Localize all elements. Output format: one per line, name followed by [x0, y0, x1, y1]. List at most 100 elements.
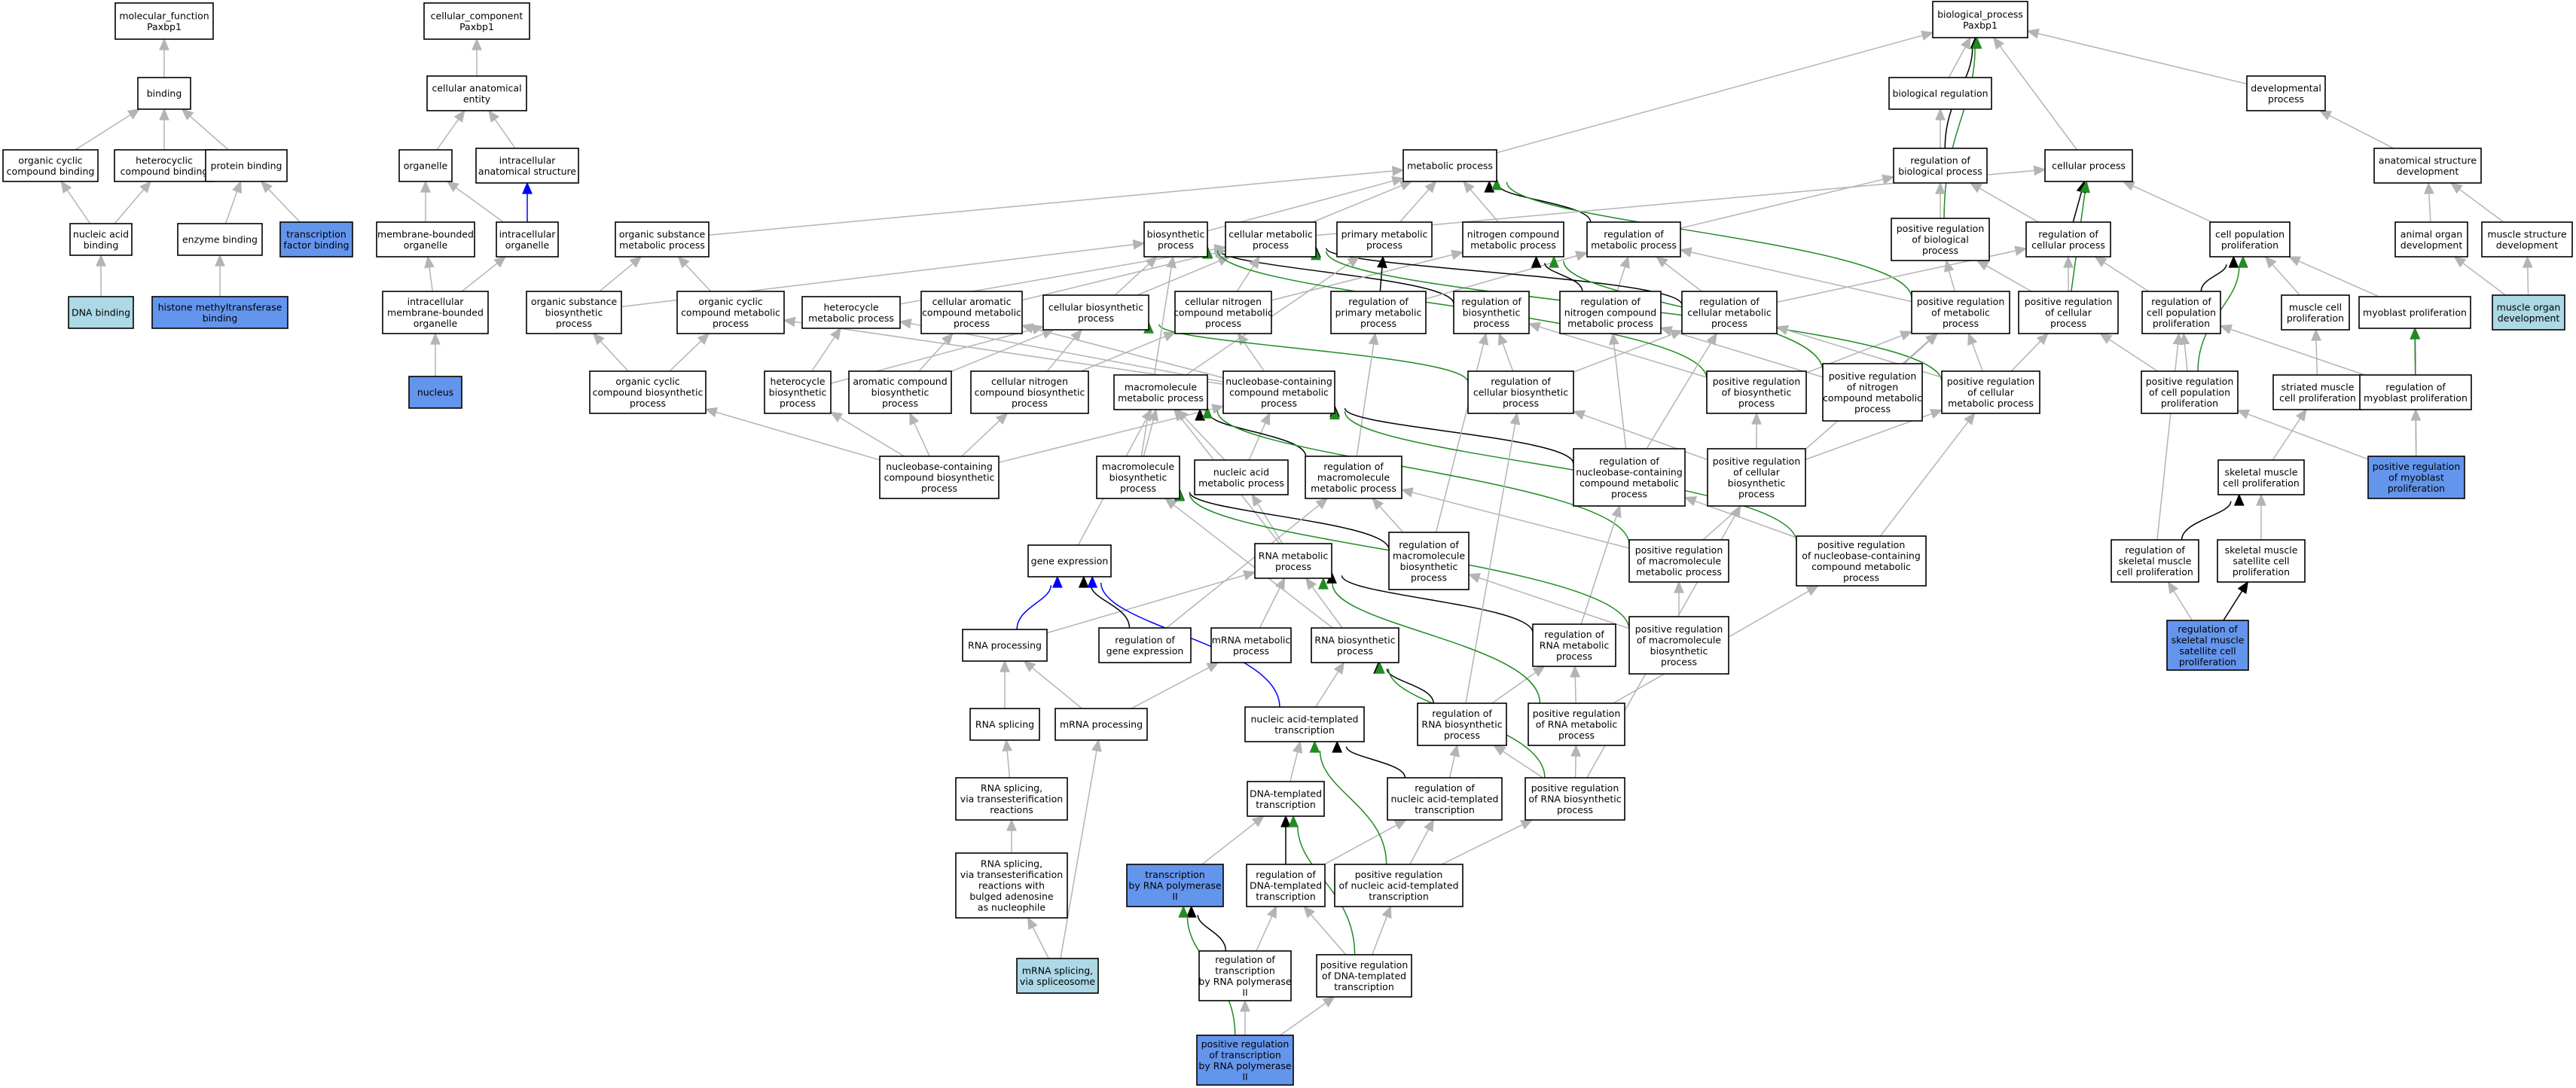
go-term-reg-nucleobase-met[interactable]: regulation ofnucleobase-containingcompou… [1573, 448, 1686, 507]
go-term-metabolic-process[interactable]: metabolic process [1402, 149, 1497, 182]
go-term-gene-expression[interactable]: gene expression [1027, 544, 1112, 578]
go-term-nucleus[interactable]: nucleus [408, 376, 462, 409]
go-term-organelle[interactable]: organelle [398, 149, 453, 182]
go-term-rna-splicing[interactable]: RNA splicing [969, 708, 1040, 741]
go-term-protein-binding[interactable]: protein binding [205, 149, 288, 182]
go-term-rna-splicing-bulged[interactable]: RNA splicing,via transesterificationreac… [955, 852, 1068, 919]
go-term-mrna-splicing[interactable]: mRNA splicing,via spliceosome [1016, 958, 1099, 994]
go-term-biological-regulation[interactable]: biological regulation [1888, 77, 1992, 110]
go-term-reg-macromol-biosyn[interactable]: regulation ofmacromoleculebiosyntheticpr… [1388, 532, 1470, 590]
go-term-enzyme-binding[interactable]: enzyme binding [177, 223, 263, 256]
go-term-rna-processing[interactable]: RNA processing [962, 629, 1048, 662]
go-term-binding[interactable]: binding [137, 77, 191, 110]
go-term-myoblast-prolif[interactable]: myoblast proliferation [2358, 296, 2471, 329]
go-term-rna-splicing-trans[interactable]: RNA splicing,via transesterificationreac… [955, 777, 1068, 821]
go-term-dna-binding[interactable]: DNA binding [68, 296, 134, 329]
go-term-mrna-processing[interactable]: mRNA processing [1055, 708, 1148, 741]
go-term-cellular-process[interactable]: cellular process [2044, 149, 2133, 182]
